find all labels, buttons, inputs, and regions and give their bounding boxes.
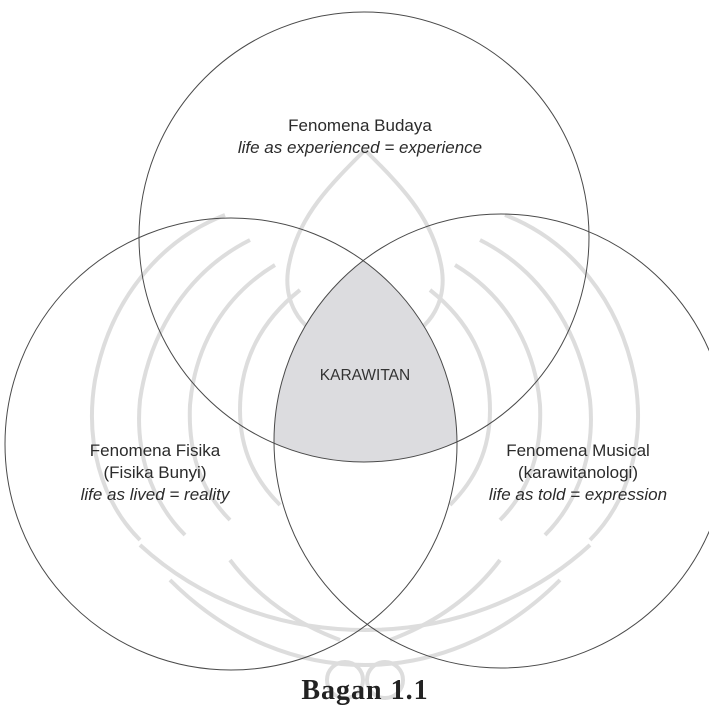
label-fenomena-musical: Fenomena Musical (karawitanologi) life a… — [438, 440, 709, 506]
musical-title: Fenomena Musical — [438, 440, 709, 462]
musical-description: life as told = expression — [438, 484, 709, 506]
budaya-title: Fenomena Budaya — [180, 115, 540, 137]
fisika-title: Fenomena Fisika — [20, 440, 290, 462]
budaya-description: life as experienced = experience — [180, 137, 540, 159]
figure-caption: Bagan 1.1 — [290, 676, 440, 706]
label-fenomena-budaya: Fenomena Budaya life as experienced = ex… — [180, 115, 540, 159]
musical-subtitle: (karawitanologi) — [438, 462, 709, 484]
fisika-description: life as lived = reality — [20, 484, 290, 506]
fisika-subtitle: (Fisika Bunyi) — [20, 462, 290, 484]
label-fenomena-fisika: Fenomena Fisika (Fisika Bunyi) life as l… — [20, 440, 290, 506]
label-karawitan: KARAWITAN — [285, 365, 445, 387]
